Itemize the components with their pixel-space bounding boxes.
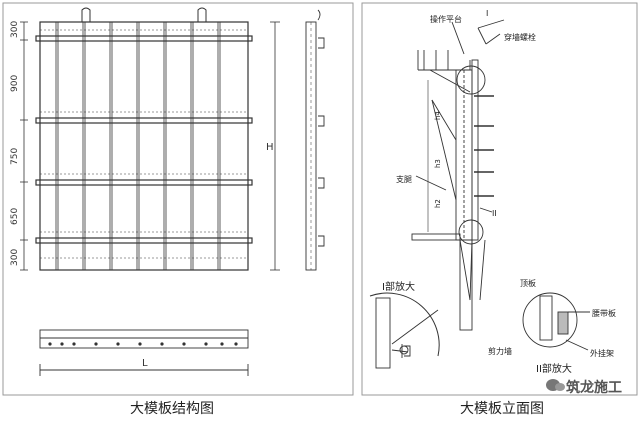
formwork-face-view [35,7,253,271]
label-section-1: I [486,9,488,18]
watermark-logo-icon [546,379,565,391]
label-detail-2: II部放大 [536,362,572,375]
label-outer-frame: 外挂架 [590,348,614,358]
height-label: H [266,142,274,153]
label-top-plate: 顶板 [520,278,536,288]
side-profile [305,9,325,271]
dim-750: 750 [10,148,20,165]
label-shear-wall: 剪力墙 [488,346,512,356]
label-h4: h4 [434,111,442,120]
length-label: L [142,358,148,369]
left-panel-frame [2,2,354,396]
elevation-view [411,19,505,331]
right-panel-frame [361,2,638,396]
watermark-text: 筑龙施工 [566,380,622,396]
label-h3: h3 [434,159,442,168]
label-waist-plate: 腰带板 [592,308,616,318]
dimension-labels: 300 900 750 650 300 [10,21,20,266]
dim-300-top: 300 [10,21,20,38]
label-platform: 操作平台 [430,14,462,24]
label-section-2: II [492,209,497,218]
label-detail-1: I部放大 [382,280,415,293]
detail-2-view [522,292,590,351]
dim-300-bottom: 300 [10,249,20,266]
label-brace: 支腿 [396,174,412,184]
vertical-dimension-line [20,21,28,271]
height-dimension [270,21,280,271]
plan-strip [39,329,249,376]
dim-900: 900 [10,75,20,92]
dim-650: 650 [10,208,20,225]
elevation-labels: 操作平台 I 穿墙螺栓 h4 h3 h2 支腿 II I部放大 II部放大 顶板… [382,9,616,375]
label-wall-bolt: 穿墙螺栓 [504,32,536,42]
detail-1-view [369,292,440,369]
right-caption: 大模板立面图 [460,401,544,417]
left-caption: 大模板结构图 [130,401,214,417]
label-h2: h2 [434,199,442,208]
